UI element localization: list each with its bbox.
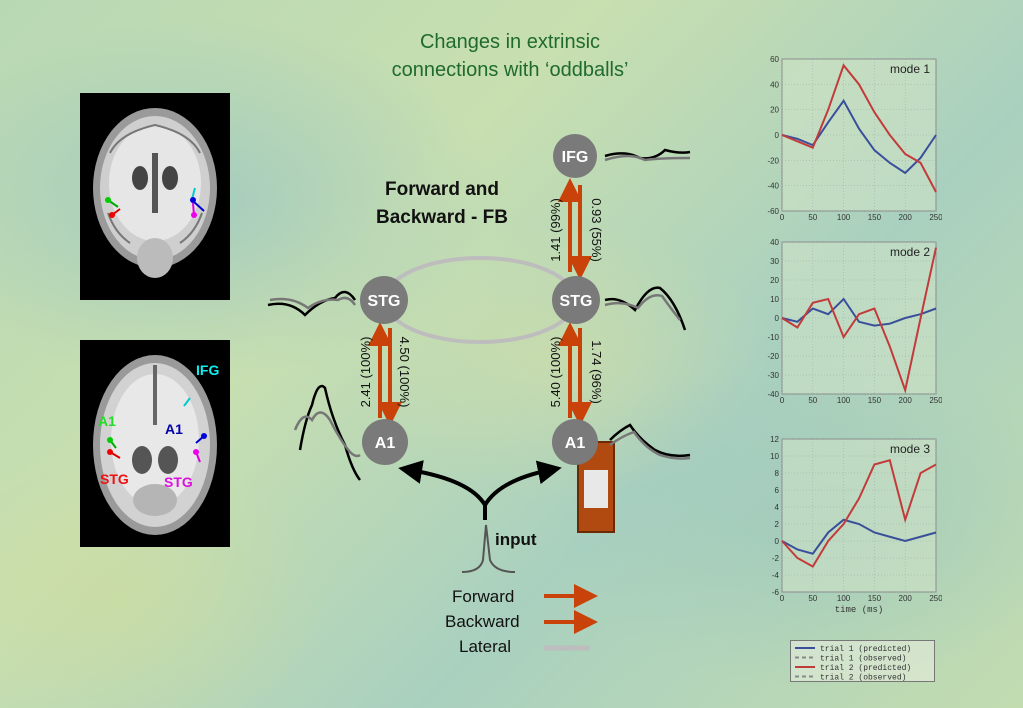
chart-mode-3: 0 50 100 150 200 250 12 10 8 6 4 2 0 -2 -4 -6 mode 3 time… [752, 435, 942, 620]
node-ifg-label: IFG [562, 149, 589, 166]
x-tick-label: 250 [929, 396, 942, 405]
y-tick-label: 0 [775, 314, 780, 323]
input-arrow-left [410, 470, 485, 505]
y-tick-label: 0 [775, 131, 780, 140]
y-tick-label: -20 [767, 156, 779, 165]
y-tick-label: 12 [770, 435, 779, 444]
y-tick-label: -4 [772, 571, 780, 580]
x-tick-label: 200 [899, 594, 913, 603]
y-tick-label: 60 [770, 55, 779, 64]
y-tick-label: 40 [770, 80, 779, 89]
x-tick-label: 100 [837, 594, 851, 603]
chart-title: mode 1 [890, 62, 930, 76]
y-tick-label: 30 [770, 257, 779, 266]
y-tick-label: -20 [767, 352, 779, 361]
oddball-stimulus-window [584, 470, 608, 508]
chart-title: mode 2 [890, 245, 930, 259]
y-tick-label: -40 [767, 390, 779, 399]
legend-lateral-label: Lateral [459, 637, 511, 657]
legend-forward-label: Forward [452, 587, 514, 607]
chart-legend: trial 1 (predicted)trial 1 (observed)tri… [790, 640, 935, 682]
x-tick-label: 100 [837, 213, 851, 222]
node-a1-right-label: A1 [565, 435, 586, 452]
y-tick-label: -30 [767, 371, 779, 380]
y-tick-label: 10 [770, 295, 779, 304]
x-tick-label: 50 [808, 213, 817, 222]
node-a1-left: A1 [362, 419, 408, 465]
y-tick-label: 40 [770, 238, 779, 247]
x-tick-label: 0 [780, 594, 785, 603]
x-tick-label: 0 [780, 396, 785, 405]
x-tick-label: 100 [837, 396, 851, 405]
y-tick-label: 8 [775, 469, 780, 478]
y-tick-label: 20 [770, 106, 779, 115]
label-right-a1-stg-backward: 1.74 (96%) [589, 340, 604, 404]
node-stg-left-label: STG [368, 293, 401, 310]
legend-entry-label: trial 2 (observed) [820, 674, 906, 683]
label-left-a1-stg-forward: 2.41 (100%) [358, 337, 373, 408]
y-tick-label: -2 [772, 554, 780, 563]
legend-entry-label: trial 2 (predicted) [820, 664, 911, 673]
lateral-connection [385, 258, 575, 342]
plot-area [782, 439, 936, 592]
legend-entry-label: trial 1 (predicted) [820, 645, 911, 654]
x-axis-label: time (ms) [835, 605, 884, 615]
input-label: input [495, 530, 537, 549]
label-ifg-stg-backward: 0.93 (55%) [589, 198, 604, 262]
y-tick-label: 6 [775, 486, 780, 495]
x-tick-label: 250 [929, 213, 942, 222]
x-tick-label: 250 [929, 594, 942, 603]
label-left-a1-stg-backward: 4.50 (100%) [397, 337, 412, 408]
node-stg-left: STG [360, 276, 408, 324]
node-waveforms [268, 150, 690, 480]
y-tick-label: 20 [770, 276, 779, 285]
y-tick-label: -60 [767, 207, 779, 216]
legend-entry-label: trial 1 (observed) [820, 655, 906, 664]
plot-area [782, 59, 936, 211]
label-right-a1-stg-forward: 5.40 (100%) [548, 337, 563, 408]
node-ifg: IFG [553, 134, 597, 178]
x-tick-label: 150 [868, 396, 882, 405]
x-tick-label: 150 [868, 594, 882, 603]
x-tick-label: 150 [868, 213, 882, 222]
chart-title: mode 3 [890, 442, 930, 456]
y-tick-label: 4 [775, 503, 780, 512]
y-tick-label: -40 [767, 182, 779, 191]
y-tick-label: 0 [775, 537, 780, 546]
x-tick-label: 200 [899, 213, 913, 222]
legend-backward-label: Backward [445, 612, 520, 632]
y-tick-label: -10 [767, 333, 779, 342]
input-arrow-right [485, 470, 550, 505]
node-a1-left-label: A1 [375, 435, 396, 452]
node-stg-right: STG [552, 276, 600, 324]
y-tick-label: 2 [775, 520, 780, 529]
plot-area [782, 242, 936, 394]
node-a1-right: A1 [552, 419, 598, 465]
y-tick-label: -6 [772, 588, 780, 597]
x-tick-label: 0 [780, 213, 785, 222]
node-stg-right-label: STG [560, 293, 593, 310]
x-tick-label: 50 [808, 594, 817, 603]
label-ifg-stg-forward: 1.41 (99%) [548, 198, 563, 262]
x-tick-label: 50 [808, 396, 817, 405]
y-tick-label: 10 [770, 452, 779, 461]
x-tick-label: 200 [899, 396, 913, 405]
